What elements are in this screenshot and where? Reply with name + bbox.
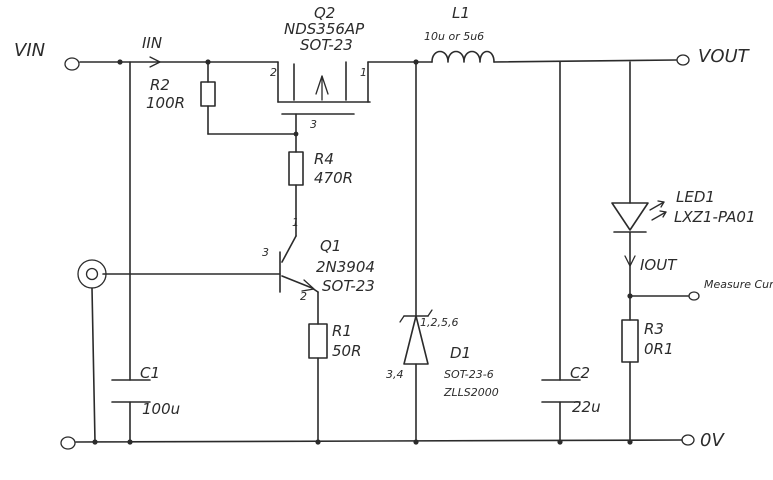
q1-pin-2: 2 — [300, 290, 307, 303]
iin-arrow — [149, 56, 161, 68]
d1-pin-anode: 3,4 — [386, 368, 404, 381]
led1-ref: LED1 — [676, 188, 715, 206]
l1-value: 10u or 5u6 — [424, 30, 484, 43]
ground-terminal-left — [60, 436, 76, 450]
c2-ref: C2 — [570, 364, 590, 382]
ground-label: 0V — [700, 430, 725, 451]
r3-symbol — [621, 319, 639, 363]
r3-ref: R3 — [644, 320, 664, 338]
vin-terminal — [64, 57, 80, 71]
q2-pin-2: 2 — [270, 66, 277, 79]
q1-pin-3: 3 — [262, 246, 269, 259]
d1-part: ZLLS2000 — [443, 386, 499, 399]
q1-part: 2N3904 — [316, 258, 375, 276]
d1-symbol — [399, 309, 433, 365]
r4-value: 470R — [314, 169, 353, 187]
junctions — [92, 59, 633, 445]
l1-ref: L1 — [452, 4, 470, 22]
measure-terminal — [688, 291, 700, 301]
q2-part: NDS356AP — [284, 20, 365, 38]
d1-ref: D1 — [450, 344, 471, 362]
c1-value: 100u — [142, 400, 180, 418]
q2-symbol — [277, 61, 371, 115]
r1-ref: R1 — [332, 322, 352, 340]
q2-pin-1: 1 — [360, 66, 367, 79]
test-point — [77, 259, 107, 289]
c2-value: 22u — [572, 398, 601, 416]
q1-ref: Q1 — [320, 237, 341, 255]
labels: VIN VOUT 0V IIN IOUT Measure Current Q2 … — [14, 4, 773, 451]
c2-symbol — [541, 379, 581, 403]
q1-pin-1: 1 — [292, 216, 299, 229]
r1-value: 50R — [332, 342, 362, 360]
r4-symbol — [288, 151, 304, 186]
led1-symbol — [611, 200, 667, 233]
c1-symbol — [111, 379, 151, 403]
vout-terminal — [676, 54, 690, 66]
led1-part: LXZ1-PA01 — [674, 208, 756, 226]
terminals — [60, 54, 700, 450]
vin-label: VIN — [14, 40, 45, 61]
wires — [75, 59, 689, 443]
r1-symbol — [308, 323, 328, 359]
iin-label: IIN — [142, 34, 162, 52]
q2-package: SOT-23 — [300, 36, 353, 54]
q1-symbol — [279, 235, 319, 293]
c1-ref: C1 — [140, 364, 160, 382]
r4-ref: R4 — [314, 150, 334, 168]
vout-label: VOUT — [698, 46, 751, 67]
q2-pin-3: 3 — [310, 118, 317, 131]
iout-label: IOUT — [640, 256, 678, 274]
d1-package: SOT-23-6 — [444, 368, 494, 381]
ground-terminal-right — [681, 434, 695, 446]
iout-arrow — [624, 255, 636, 267]
q1-package: SOT-23 — [322, 277, 375, 295]
r2-value: 100R — [146, 94, 185, 112]
d1-pin-cathode: 1,2,5,6 — [420, 316, 458, 329]
q2-ref: Q2 — [314, 4, 335, 22]
l1-symbol — [431, 50, 495, 63]
r2-symbol — [200, 81, 216, 107]
r2-ref: R2 — [150, 76, 170, 94]
r3-value: 0R1 — [644, 340, 674, 358]
measure-current-label: Measure Current — [704, 278, 773, 291]
